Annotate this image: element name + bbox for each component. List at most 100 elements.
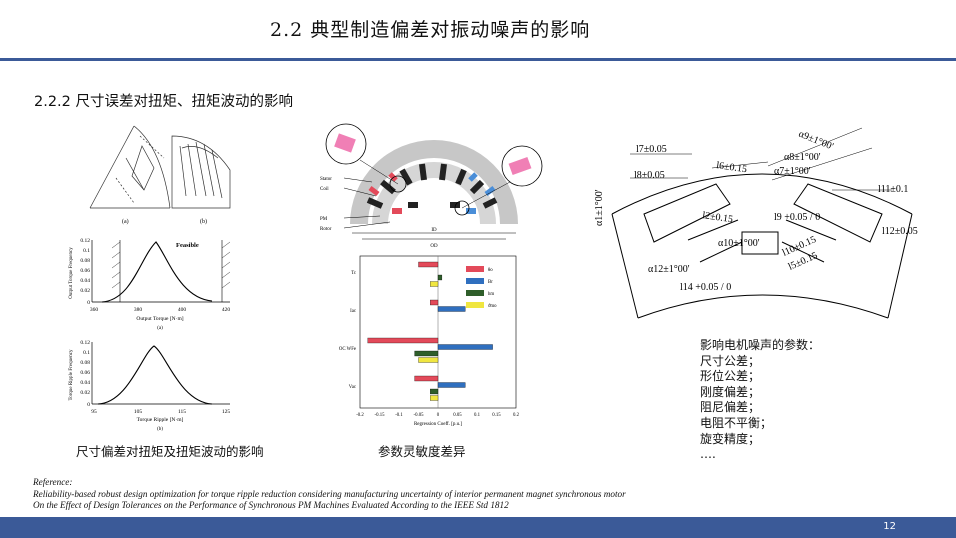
- ytick: 0.06: [80, 268, 90, 274]
- motor-sketch-a: [89, 125, 171, 209]
- slide-title: 2.2 典型制造偏差对振动噪声的影响: [270, 19, 591, 41]
- label-a: (a): [122, 218, 129, 225]
- xtick: 360: [90, 307, 99, 313]
- tolerance-l7: l7±0.05: [636, 144, 667, 155]
- category-label: Tc: [351, 271, 356, 276]
- page-number: 12: [883, 521, 896, 532]
- xtick: 380: [134, 307, 143, 313]
- plot-output-torque: Feasible 0.12 0.1 0.08 0.06 0.04 0.02 0 …: [69, 238, 230, 331]
- xtick: 420: [222, 307, 231, 313]
- category-label: Vac: [349, 385, 356, 390]
- param-item: 刚度偏差；: [700, 384, 761, 399]
- xtick: 125: [222, 409, 231, 415]
- bar-ϑmo-Tc: [430, 281, 439, 287]
- legend-swatch-theta: [466, 266, 484, 272]
- xtick: 105: [134, 409, 143, 415]
- plot1-ylabel: Output Torque Frequency: [69, 247, 74, 299]
- legend-br: Br: [488, 280, 493, 285]
- category-label: OC WFe: [339, 347, 356, 352]
- plot2-xlabel: Torque Ripple [N·m]: [137, 417, 184, 423]
- tolerance-l2: l2±0.15: [702, 210, 734, 225]
- figure-right: l7±0.05 l8±0.05 l6±0.15 α8±1°00' α7±1°00…: [594, 127, 918, 319]
- legend-hm: hm: [488, 292, 494, 297]
- param-item: 形位公差；: [700, 369, 761, 384]
- reference-line: On the Effect of Design Tolerances on th…: [33, 500, 509, 510]
- legend-swatch-hm: [466, 290, 484, 296]
- param-item: 阻尼偏差；: [700, 400, 761, 415]
- xtick: 0.05: [453, 413, 462, 418]
- bar-Br-OC WFe: [437, 344, 493, 350]
- xtick: 0: [437, 413, 440, 418]
- xtick: -0.1: [395, 413, 403, 418]
- reference-label: Reference:: [33, 477, 73, 487]
- ytick: 0.06: [80, 370, 90, 376]
- tolerance-a7: α7±1°00': [774, 166, 811, 177]
- ytick: 0.08: [80, 258, 90, 264]
- tolerance-l14: l14 +0.05 / 0: [680, 282, 731, 293]
- ytick: 0.1: [83, 248, 90, 254]
- plot-torque-ripple: 0.12 0.1 0.08 0.06 0.04 0.02 0 95 105 11…: [69, 340, 230, 432]
- bar-hm-Vac: [430, 388, 439, 395]
- label-id: ID: [431, 228, 437, 233]
- tolerance-a1: α1±1°00': [594, 189, 605, 226]
- caption-left: 尺寸偏差对扭矩及扭矩波动的影响: [76, 444, 264, 459]
- bar-hm-Tc: [437, 274, 443, 281]
- label-rotor: Rotor: [320, 227, 332, 232]
- ytick: 0.08: [80, 360, 90, 366]
- references: Reference: Reliability-based robust desi…: [33, 477, 626, 512]
- bar-hm-OC WFe: [414, 350, 439, 357]
- ytick: 0.04: [80, 278, 90, 284]
- ytick: 0.02: [80, 390, 90, 396]
- lamination-drawing: [611, 173, 913, 319]
- tolerance-l11: l11±0.1: [878, 184, 908, 195]
- label-od: OD: [430, 244, 438, 249]
- ytick: 0.02: [80, 288, 90, 294]
- xtick: 0.2: [513, 413, 520, 418]
- tolerance-l6: l6±0.15: [716, 160, 748, 175]
- motor-sketch-b: [171, 135, 231, 209]
- xtick: 115: [178, 409, 186, 415]
- xtick: -0.05: [414, 413, 425, 418]
- param-item: 尺寸公差；: [700, 353, 761, 368]
- tolerance-a8: α8±1°00': [784, 152, 821, 163]
- figure-left: (a) (b) Feasible 0.12 0.1 0.08 0.06 0.04…: [69, 125, 231, 432]
- bar-Br-Vac: [437, 382, 466, 388]
- plot1-sublabel: (a): [157, 326, 163, 331]
- bar-θo-OC WFe: [367, 337, 439, 344]
- tolerance-l8: l8±0.05: [634, 170, 665, 181]
- xtick: 95: [91, 409, 97, 415]
- ytick: 0.1: [83, 350, 90, 356]
- ytick: 0.12: [80, 238, 90, 244]
- bar-ϑmo-OC WFe: [418, 357, 439, 363]
- tolerance-a12: α12±1°00': [648, 264, 690, 275]
- tolerance-l12: l12±0.05: [882, 226, 918, 237]
- legend-theta-mo: ϑmo: [488, 304, 497, 309]
- ytick: 0: [87, 402, 90, 408]
- xtick: 0.15: [492, 413, 501, 418]
- bar-θo-Iac: [430, 299, 439, 306]
- noise-parameters-list: 影响电机噪声的参数： 尺寸公差； 形位公差； 刚度偏差； 阻尼偏差； 电阻不平衡…: [700, 338, 820, 463]
- section-subtitle: 2.2.2 尺寸误差对扭矩、扭矩波动的影响: [34, 94, 294, 110]
- category-label: Iac: [350, 309, 356, 314]
- caption-middle: 参数灵敏度差异: [378, 444, 466, 459]
- xtick: -0.15: [375, 413, 386, 418]
- tolerance-l9: l9 +0.05 / 0: [774, 212, 820, 223]
- tolerance-a9: α9±1°00': [797, 129, 835, 153]
- label-b: (b): [200, 218, 207, 225]
- params-heading: 影响电机噪声的参数：: [700, 338, 821, 352]
- bar-ϑmo-Vac: [430, 395, 439, 401]
- param-item: 旋变精度；: [700, 431, 761, 446]
- ytick: 0.12: [80, 340, 90, 346]
- legend-swatch-theta-mo: [466, 302, 484, 308]
- plot2-sublabel: (b): [157, 427, 163, 432]
- footer-bar: 12: [0, 517, 956, 538]
- sensitivity-chart: Tc Iac OC WFe Vac -0.2 -0.15 -0.1 -0.05 …: [339, 255, 520, 427]
- xtick: 0.1: [474, 413, 481, 418]
- bar-Br-Iac: [437, 306, 466, 312]
- label-pm: PM: [320, 217, 328, 222]
- chart-legend: θo Br hm ϑmo: [466, 266, 497, 309]
- reference-line: Reliability-based robust design optimiza…: [33, 488, 626, 499]
- label-coil: Coil: [320, 187, 329, 192]
- xtick: 400: [178, 307, 187, 313]
- chart-xlabel: Regression Coeff. [p.u.]: [414, 422, 462, 427]
